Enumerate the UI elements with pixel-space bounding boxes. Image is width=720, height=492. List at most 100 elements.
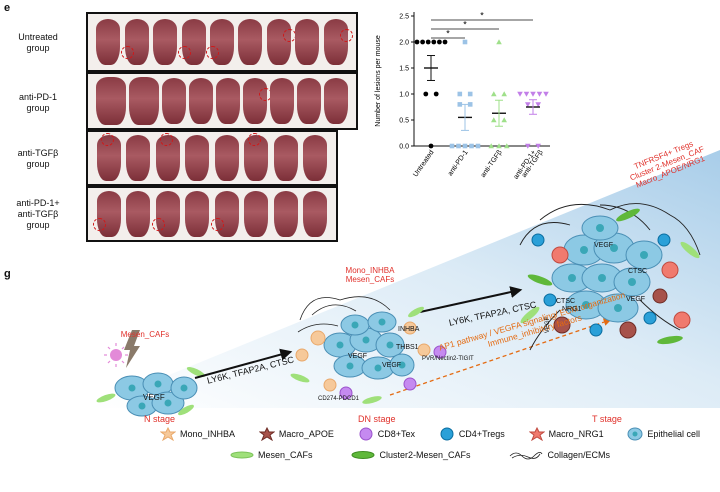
legend-label: Cluster2-Mesen_CAFs xyxy=(379,450,471,460)
epithelial-cell-icon xyxy=(627,427,643,441)
tissue-sample xyxy=(92,191,121,237)
row-label-anti-tgfb: anti-TGFβ group xyxy=(2,148,74,170)
mono-inhba-icon xyxy=(160,427,176,441)
data-point xyxy=(469,143,474,149)
y-tick-label: 2.5 xyxy=(399,14,409,21)
tissue-sample xyxy=(323,19,353,65)
nrg1-label: NRG1 xyxy=(562,306,582,313)
row-label-line: anti-PD-1 xyxy=(18,92,57,102)
legend-item: CD4+Tregs xyxy=(439,427,505,441)
tissue-sample xyxy=(96,133,121,181)
panel-letter-e: e xyxy=(4,2,11,14)
row-label-line: group xyxy=(26,220,50,230)
tissue-sample xyxy=(185,135,210,181)
legend-item: Epithelial cell xyxy=(627,427,700,441)
tissue-sample xyxy=(273,191,298,237)
photo-row-anti-pd1 xyxy=(86,72,358,130)
tissue-sample xyxy=(126,135,151,181)
data-point xyxy=(504,143,510,149)
dn-label-line: Mono_INHBA xyxy=(345,266,395,275)
significance-star: * xyxy=(463,20,467,30)
macro-nrg1-icon xyxy=(528,427,545,441)
collagen-ecm-icon xyxy=(510,452,543,460)
tissue-sample xyxy=(177,19,206,65)
significance-star: * xyxy=(480,11,484,21)
data-point xyxy=(535,102,541,108)
tissue-sample xyxy=(205,19,234,65)
tissue-sample xyxy=(128,77,159,125)
stage-n: N stage xyxy=(144,414,176,424)
tissue-sample xyxy=(161,78,186,124)
legend-label: Collagen/ECMs xyxy=(547,450,610,460)
tissue-sample xyxy=(210,191,239,237)
stimulus-icon xyxy=(104,330,140,368)
y-tick-label: 1.0 xyxy=(399,92,409,99)
data-point xyxy=(501,91,507,97)
y-axis-label: Number of lesions per mouse xyxy=(375,35,382,127)
row-label-line: group xyxy=(26,103,50,113)
row-label-untreated: Untreated group xyxy=(2,32,74,54)
data-point xyxy=(433,91,439,97)
data-point xyxy=(491,117,497,123)
vegf-label-n: VEGF xyxy=(143,393,165,402)
data-point xyxy=(501,117,507,123)
tissue-sample xyxy=(188,78,213,124)
vegf-label-t2: VEGF xyxy=(626,296,646,303)
legend-item: Macro_APOE xyxy=(258,427,334,441)
progression-wedge xyxy=(88,150,720,408)
y-tick-label: 1.5 xyxy=(399,66,409,73)
pathway-arrow xyxy=(389,318,612,396)
macro-apoe-icon xyxy=(258,427,275,441)
row-label-combo: anti-PD-1+ anti-TGFβ group xyxy=(2,198,74,231)
thbs1-label: THBS1 xyxy=(396,344,419,351)
ctsc-label-t1: CTSC xyxy=(628,268,648,275)
legend-item: Collagen/ECMs xyxy=(509,450,610,460)
data-point xyxy=(462,143,468,149)
data-point xyxy=(496,39,502,45)
data-point xyxy=(420,39,425,45)
photo-row-untreated xyxy=(86,12,358,72)
dn-labels: Mono_INHBA Mesen_CAFs xyxy=(330,266,410,284)
data-point xyxy=(467,102,473,107)
tissue-sample xyxy=(120,19,149,65)
data-point xyxy=(535,143,541,149)
progression-arrow-1 xyxy=(194,348,293,379)
data-point xyxy=(530,91,536,97)
legend-item: Cluster2-Mesen_CAFs xyxy=(351,450,471,460)
data-point xyxy=(543,91,549,97)
tissue-sample xyxy=(244,191,269,237)
legend-label: CD8+Tex xyxy=(377,429,415,439)
tissue-sample xyxy=(215,78,240,124)
legend-label: Mono_INHBA xyxy=(180,429,236,439)
legend-item: Mesen_CAFs xyxy=(230,450,313,460)
cd8-tex-icon xyxy=(359,427,373,441)
row-label-line: anti-TGFβ xyxy=(17,209,59,219)
legend-item: Mono_INHBA xyxy=(160,427,235,441)
data-point xyxy=(414,39,420,45)
data-point xyxy=(517,91,523,97)
row-label-anti-pd1: anti-PD-1 group xyxy=(2,92,74,114)
vegf-label-dn-2: VEGF xyxy=(382,362,402,369)
data-point xyxy=(457,91,463,97)
data-point xyxy=(462,39,468,45)
legend-label: Mesen_CAFs xyxy=(258,450,313,460)
legend-row-1: Mono_INHBA Macro_APOE CD8+Tex CD4+Tregs … xyxy=(160,427,700,441)
data-point xyxy=(442,39,448,45)
data-point xyxy=(488,143,494,149)
tissue-sample xyxy=(155,133,180,181)
row-label-line: anti-TGFβ xyxy=(17,148,59,158)
data-point xyxy=(457,102,463,107)
legend-label: Epithelial cell xyxy=(647,429,700,439)
tissue-sample xyxy=(303,191,328,237)
data-point xyxy=(449,143,455,149)
data-point xyxy=(491,91,497,97)
stage-t: T stage xyxy=(592,414,622,424)
data-point xyxy=(523,91,530,97)
row-label-line: group xyxy=(26,43,50,53)
pvr-tigit-label: PVR/Nectin2-TIGIT xyxy=(422,356,474,362)
vegf-label-dn-1: VEGF xyxy=(348,353,368,360)
row-label-line: Untreated xyxy=(18,32,58,42)
significance-star: * xyxy=(446,29,450,39)
